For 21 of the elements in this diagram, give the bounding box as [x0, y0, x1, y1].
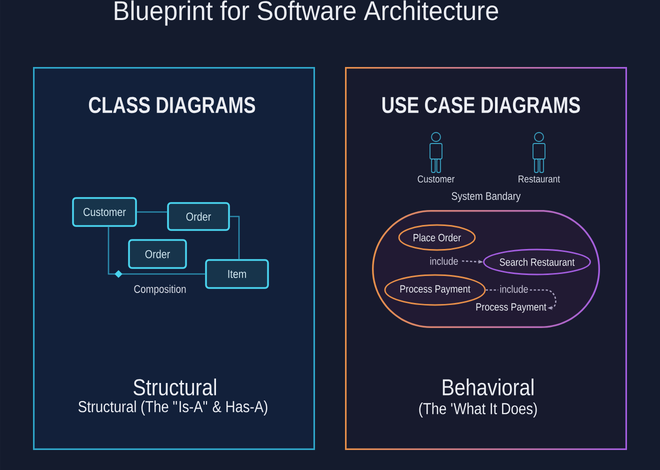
- actor-label: Restaurant: [518, 176, 560, 182]
- class-box: Customer: [72, 197, 137, 227]
- text-label: Process Payment: [476, 303, 546, 313]
- panel-heading: USE CASE DIAGRAMS: [382, 96, 580, 114]
- title: Blueprint for Software Architecture: [114, 0, 498, 26]
- edge-label: include: [428, 256, 460, 266]
- class-box: Order: [128, 239, 187, 269]
- panel-heading: CLASS DIAGRAMS: [88, 96, 256, 114]
- panel-description: Structural (The "Is-A" & Has-A): [78, 400, 268, 416]
- panel-description: (The 'What It Does): [419, 402, 537, 418]
- panel-subtitle: Behavioral: [442, 378, 534, 396]
- connector-line: [108, 226, 206, 275]
- connector-line: [230, 216, 240, 260]
- connector-line: [136, 211, 168, 213]
- edge-label: Composition: [132, 283, 188, 297]
- edge-label: include: [498, 284, 530, 294]
- actor-label: Customer: [418, 175, 454, 183]
- panel-subtitle: Structural: [134, 378, 216, 396]
- class-box: Order: [167, 202, 230, 231]
- class-box: Item: [205, 259, 269, 289]
- boundary-label: System Bandary: [452, 192, 521, 202]
